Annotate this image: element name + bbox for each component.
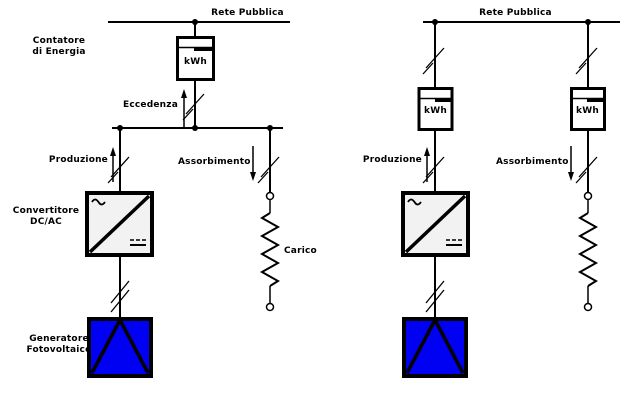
meter-unit-label: kWh [184,57,207,67]
inverter-icon [85,191,154,257]
absorption-label-left: Assorbimento [178,157,251,167]
left-diagram [85,19,290,378]
pv-caption-line2: Fotovoltaico [26,345,92,355]
ac-tilde-icon [407,198,422,206]
junction-dot [192,125,198,131]
flow-arrow-up-icon [424,147,430,182]
production-label-left: Produzione [48,155,108,165]
absorption-meter-unit-label: kWh [576,106,599,116]
resistor-load-icon [577,191,599,312]
conductor-slash-icon [107,156,130,184]
dc-bar-icon [446,239,462,246]
consumer-bus-line [112,125,283,131]
flow-arrow-up-icon [110,147,116,182]
conductor-slash-icon [257,156,280,184]
load-label: Carico [284,246,317,256]
grid-bus-line [108,19,290,25]
terminal-node-icon [265,191,275,201]
resistor-load-icon [259,191,281,312]
pv-generator-icon [402,317,468,378]
production-label-right: Produzione [362,155,422,165]
energy-meter-icon [417,87,454,131]
terminal-node-icon [583,302,593,312]
conductor-slash-icon [575,156,598,184]
conductor-slash-icon [422,47,445,75]
dc-bar-icon [130,239,146,246]
flow-arrow-down-icon [250,146,256,181]
flow-arrow-down-icon [568,146,574,181]
conductor-slash-icon [575,47,598,75]
right-diagram [401,19,620,378]
converter-caption-line2: DC/AC [30,217,62,227]
energy-meter-caption-line1: Contatore [32,36,86,46]
pv-caption: Generatore Fotovoltaico [12,334,106,356]
inverter-icon [401,191,470,257]
conductor-slash-icon [422,156,445,184]
absorption-label-right: Assorbimento [496,157,569,167]
converter-caption-line1: Convertitore [12,206,80,216]
excess-label: Eccedenza [123,100,178,110]
energy-meter-icon [570,87,606,131]
energy-meter-caption: Contatore di Energia [14,36,104,58]
pv-caption-line1: Generatore [29,334,89,344]
converter-caption: Convertitore DC/AC [8,206,84,228]
dc-conductor-slash-icon [425,280,445,313]
energy-meter-icon [176,36,215,81]
production-meter-unit-label: kWh [424,106,447,116]
pv-generator-icon [87,317,153,378]
dc-conductor-slash-icon [110,280,130,313]
grid-bus-line [423,19,620,25]
terminal-node-icon [265,302,275,312]
grid-label-left: Rete Pubblica [211,8,284,18]
ac-tilde-icon [91,198,106,206]
flow-arrow-up-icon [181,89,187,128]
grid-label-right: Rete Pubblica [479,8,552,18]
energy-meter-caption-line2: di Energia [32,47,86,57]
terminal-node-icon [583,191,593,201]
